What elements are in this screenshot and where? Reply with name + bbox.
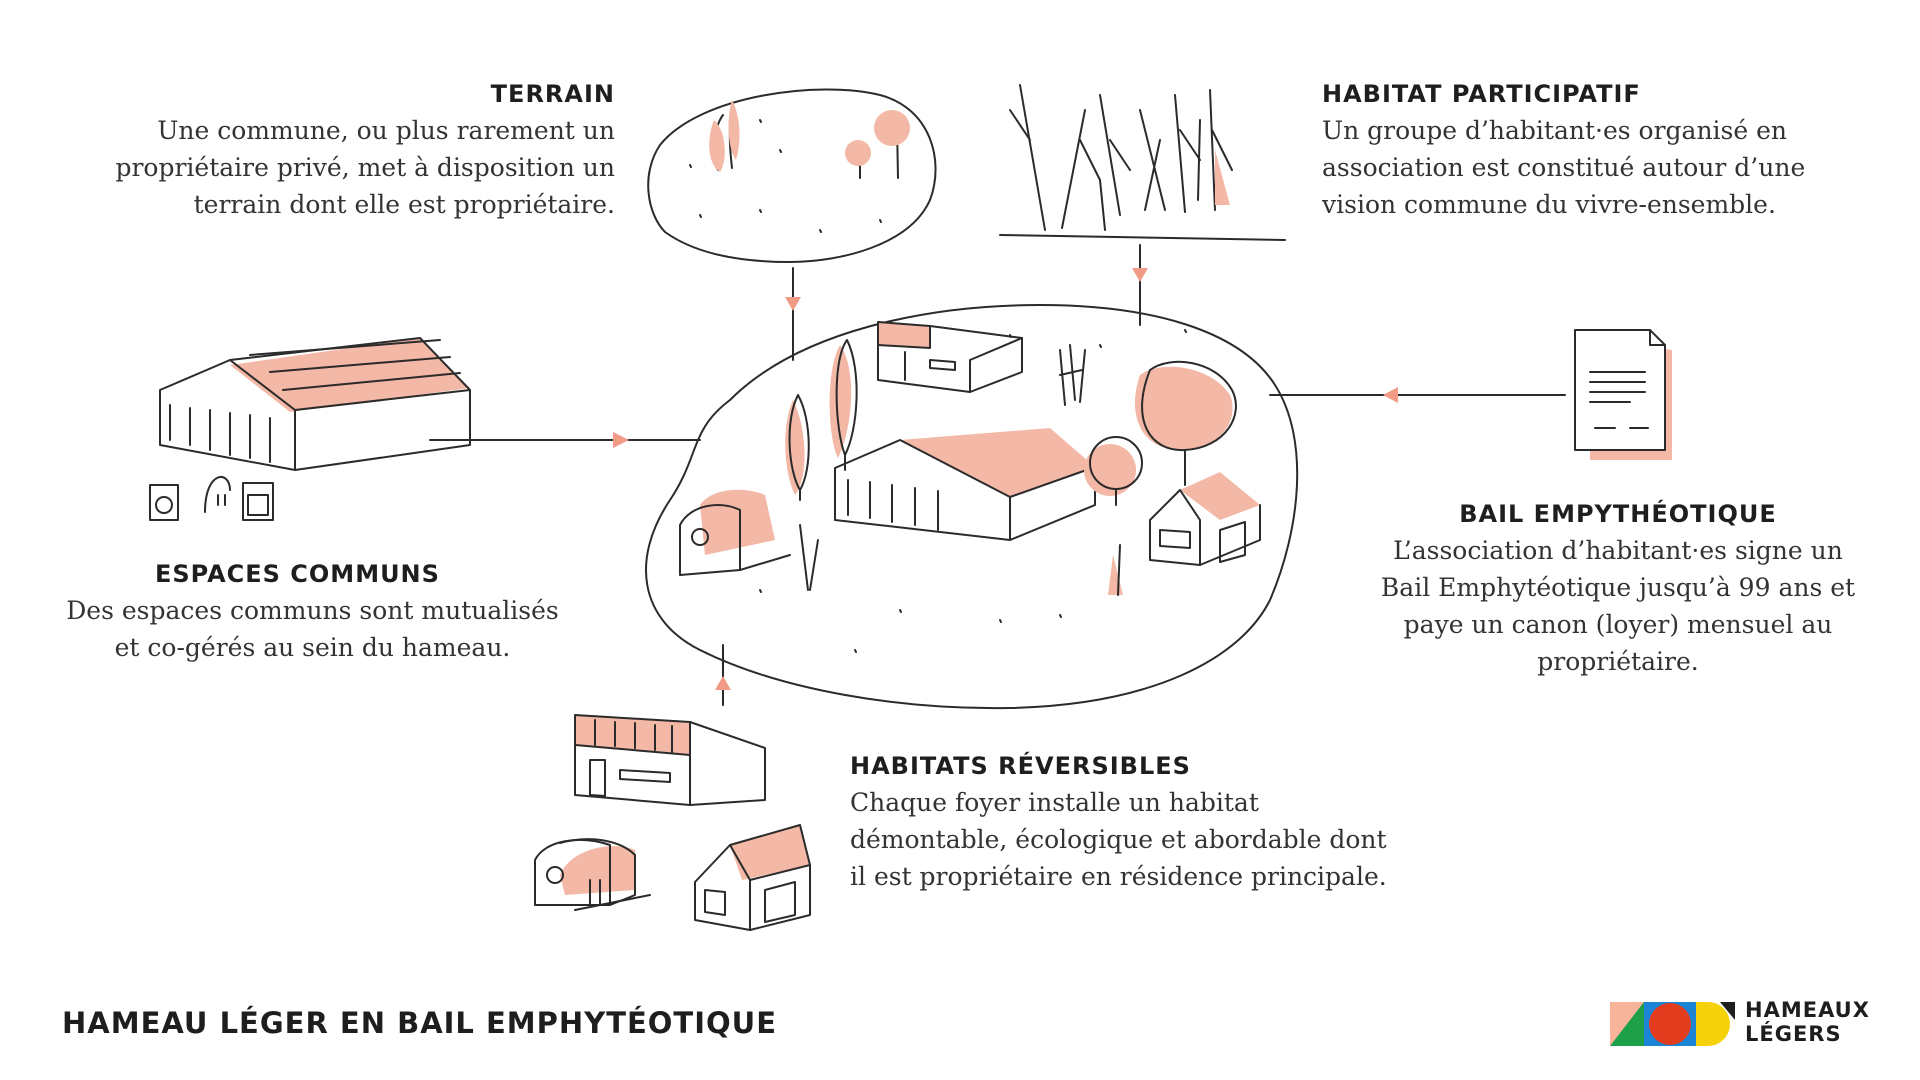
participatif-group	[999, 84, 1286, 241]
hamlet-trees-fill	[785, 345, 1233, 595]
espaces-communs-title: ESPACES COMMUNS	[155, 560, 440, 588]
hameaux-legers-logo	[1610, 1002, 1735, 1046]
hamlet-land	[645, 304, 1299, 710]
bail-title: BAIL EMPYTHÉOTIQUE	[1459, 500, 1777, 528]
bail-document	[1574, 329, 1672, 460]
bail-text: L’association d’habitant·es signe un Bai…	[1380, 536, 1856, 676]
bail-block: BAIL EMPYTHÉOTIQUE L’association d’habit…	[1378, 500, 1858, 680]
habitats-reversibles-title: HABITATS RÉVERSIBLES	[850, 752, 1191, 780]
habitats-reversibles-block: HABITATS RÉVERSIBLES Chaque foyer instal…	[850, 752, 1410, 895]
flow-arrows	[613, 268, 1398, 690]
logo-line1: HAMEAUX	[1745, 998, 1870, 1022]
logo-text: HAMEAUX LÉGERS	[1745, 998, 1870, 1046]
common-warehouse	[159, 337, 471, 471]
habitat-participatif-title: HABITAT PARTICIPATIF	[1322, 80, 1641, 108]
terrain-dots	[689, 119, 882, 233]
terrain-title: TERRAIN	[490, 80, 615, 108]
appliances	[149, 476, 274, 521]
habitat-participatif-text: Un groupe d’habitant·es organisé en asso…	[1322, 116, 1806, 219]
espaces-communs-text: Des espaces communs sont mutualisés et c…	[66, 596, 559, 662]
terrain-text: Une commune, ou plus rarement un proprié…	[115, 116, 615, 219]
espaces-communs-block: ESPACES COMMUNS Des espaces communs sont…	[55, 560, 570, 666]
terrain-block: TERRAIN Une commune, ou plus rarement un…	[110, 80, 615, 223]
connectors	[429, 244, 1566, 706]
logo-line2: LÉGERS	[1745, 1022, 1842, 1046]
habitats-reversibles-text: Chaque foyer installe un habitat démonta…	[850, 788, 1387, 891]
hamlet-buildings	[679, 321, 1261, 576]
habitat-participatif-block: HABITAT PARTICIPATIF Un groupe d’habitan…	[1322, 80, 1817, 223]
footer-title: HAMEAU LÉGER EN BAIL EMPHYTÉOTIQUE	[62, 1006, 778, 1040]
hamlet-trees	[759, 329, 1237, 653]
reversible-habitats	[534, 714, 811, 931]
